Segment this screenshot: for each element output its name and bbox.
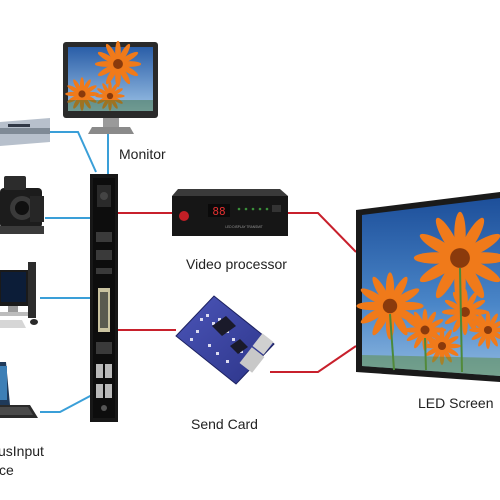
output-cables <box>118 212 357 373</box>
processor-display: 88 <box>212 205 225 218</box>
input-device-label-line1: usInput <box>0 443 44 459</box>
desktop-pc <box>0 262 38 328</box>
cable-dvd <box>50 131 97 173</box>
video-processor-label: Video processor <box>186 256 287 272</box>
cable-processor-to-screen <box>288 212 357 253</box>
send-card <box>175 295 275 385</box>
send-card-label: Send Card <box>191 416 258 432</box>
input-device-label-line2: ce <box>0 462 14 478</box>
led-screen <box>356 192 500 382</box>
input-cables <box>40 128 109 413</box>
led-screen-label: LED Screen <box>418 395 494 411</box>
laptop <box>0 362 38 418</box>
camcorder <box>0 176 44 234</box>
monitor <box>63 40 158 134</box>
processor-caption: LED DISPLAY TRANSMIT <box>225 225 262 229</box>
monitor-label: Monitor <box>119 146 166 162</box>
input-switcher-unit <box>90 174 118 422</box>
video-processor: 88 LED DISPLAY TRANSMIT <box>172 189 288 236</box>
dvd-player <box>0 118 50 146</box>
cable-card-to-screen <box>270 345 357 373</box>
cable-laptop <box>40 394 93 413</box>
